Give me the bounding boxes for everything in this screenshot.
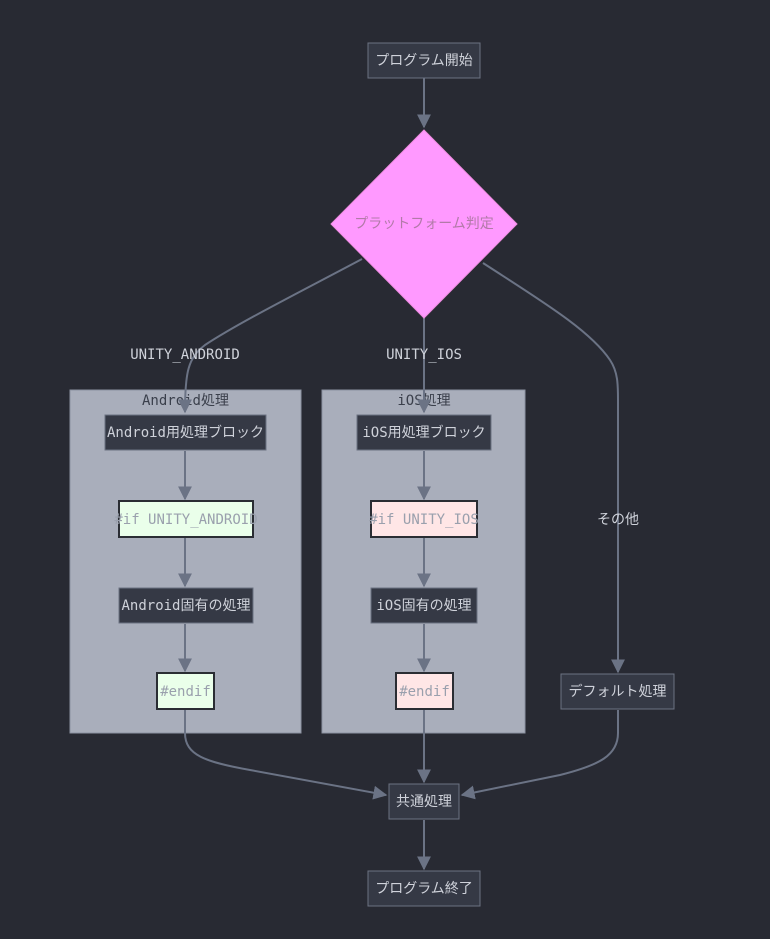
edge-label-other: その他 xyxy=(597,512,639,528)
edge-decision-default xyxy=(482,262,625,674)
edge-default-common xyxy=(460,710,619,800)
node-start: プログラム開始 xyxy=(367,42,481,79)
node-android-proc: Android固有の処理 xyxy=(118,587,254,624)
node-common: 共通処理 xyxy=(388,783,460,820)
edges xyxy=(178,78,625,871)
node-decision-label: プラットフォーム判定 xyxy=(354,216,494,232)
node-decision: プラットフォーム判定 xyxy=(330,129,518,319)
node-android-block-label: Android用処理ブロック xyxy=(107,424,264,441)
node-ios-block: iOS用処理ブロック xyxy=(356,414,492,451)
node-android-endif: #endif xyxy=(156,672,215,710)
node-start-label: プログラム開始 xyxy=(375,53,473,69)
node-android-proc-label: Android固有の処理 xyxy=(121,598,250,614)
node-end-label: プログラム終了 xyxy=(375,881,473,897)
edge-decision-android xyxy=(178,258,363,414)
node-android-if-label: #if UNITY_ANDROID xyxy=(114,512,257,528)
node-default-proc-label: デフォルト処理 xyxy=(569,683,667,700)
node-common-label: 共通処理 xyxy=(396,794,452,810)
node-android-if: #if UNITY_ANDROID xyxy=(114,500,258,538)
node-ios-block-label: iOS用処理ブロック xyxy=(362,424,485,441)
node-ios-endif: #endif xyxy=(395,672,454,710)
node-ios-if: #if UNITY_IOS xyxy=(369,500,479,538)
node-ios-proc: iOS固有の処理 xyxy=(370,587,478,624)
node-default-proc: デフォルト処理 xyxy=(560,673,675,710)
node-ios-endif-label: #endif xyxy=(399,684,450,700)
node-android-endif-label: #endif xyxy=(160,684,211,700)
node-ios-if-label: #if UNITY_IOS xyxy=(369,512,479,528)
edge-label-ios: UNITY_IOS xyxy=(386,347,462,363)
edge-label-android: UNITY_ANDROID xyxy=(130,347,240,363)
node-ios-proc-label: iOS固有の処理 xyxy=(376,598,471,614)
node-end: プログラム終了 xyxy=(367,870,481,907)
edge-android-endif-common xyxy=(184,709,388,800)
node-android-block: Android用処理ブロック xyxy=(104,414,267,451)
